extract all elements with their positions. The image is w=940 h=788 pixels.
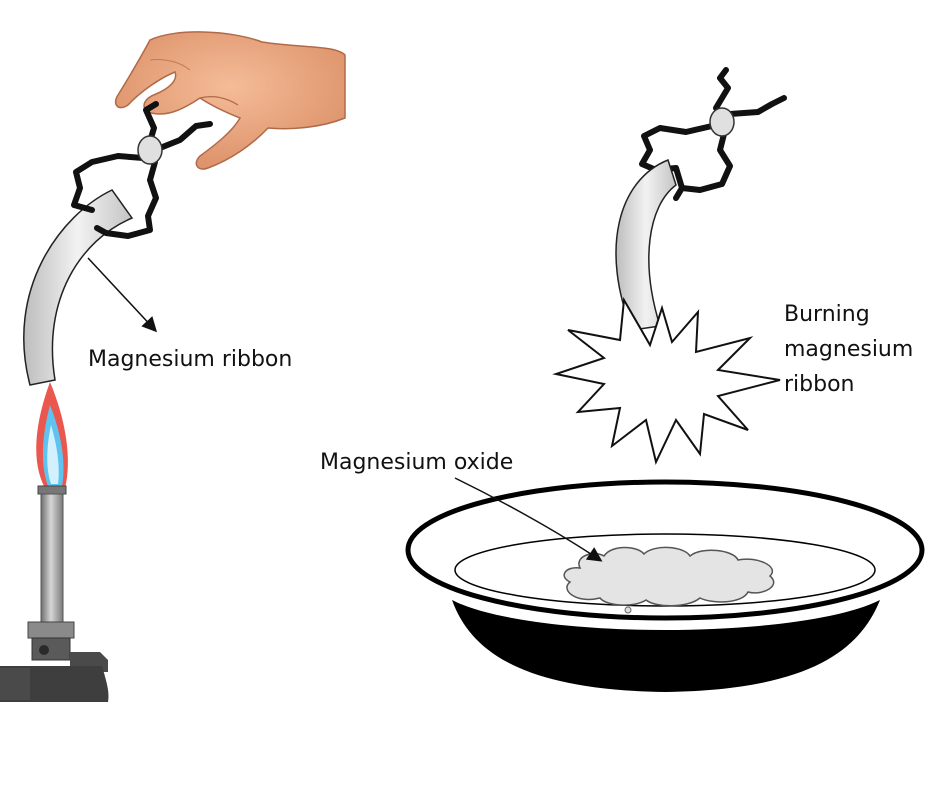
burning-label-line2: magnesium [784,337,913,362]
magnesium-ribbon-callout: Magnesium ribbon [87,257,292,372]
tongs-icon [71,101,213,239]
magnesium-ribbon-arrow [87,257,158,333]
bunsen-burner-icon [0,485,109,702]
spark-burst-icon [552,296,781,465]
hand-icon [114,31,346,170]
magnesium-ribbon-shape [23,189,134,386]
magnesium-oxide-label: Magnesium oxide [320,450,513,475]
magnesium-ribbon-label: Magnesium ribbon [88,347,292,372]
burning-label-line3: ribbon [784,372,855,397]
flame-icon [36,382,68,488]
burning-magnesium-label: Burning magnesium ribbon [784,302,913,397]
burning-label-line1: Burning [784,302,870,327]
magnesium-oxide-residue [563,546,775,614]
tongs-icon-right [639,67,787,201]
magnesium-oxide-callout: Magnesium oxide [320,450,603,562]
magnesium-oxide-arrow [454,477,603,562]
